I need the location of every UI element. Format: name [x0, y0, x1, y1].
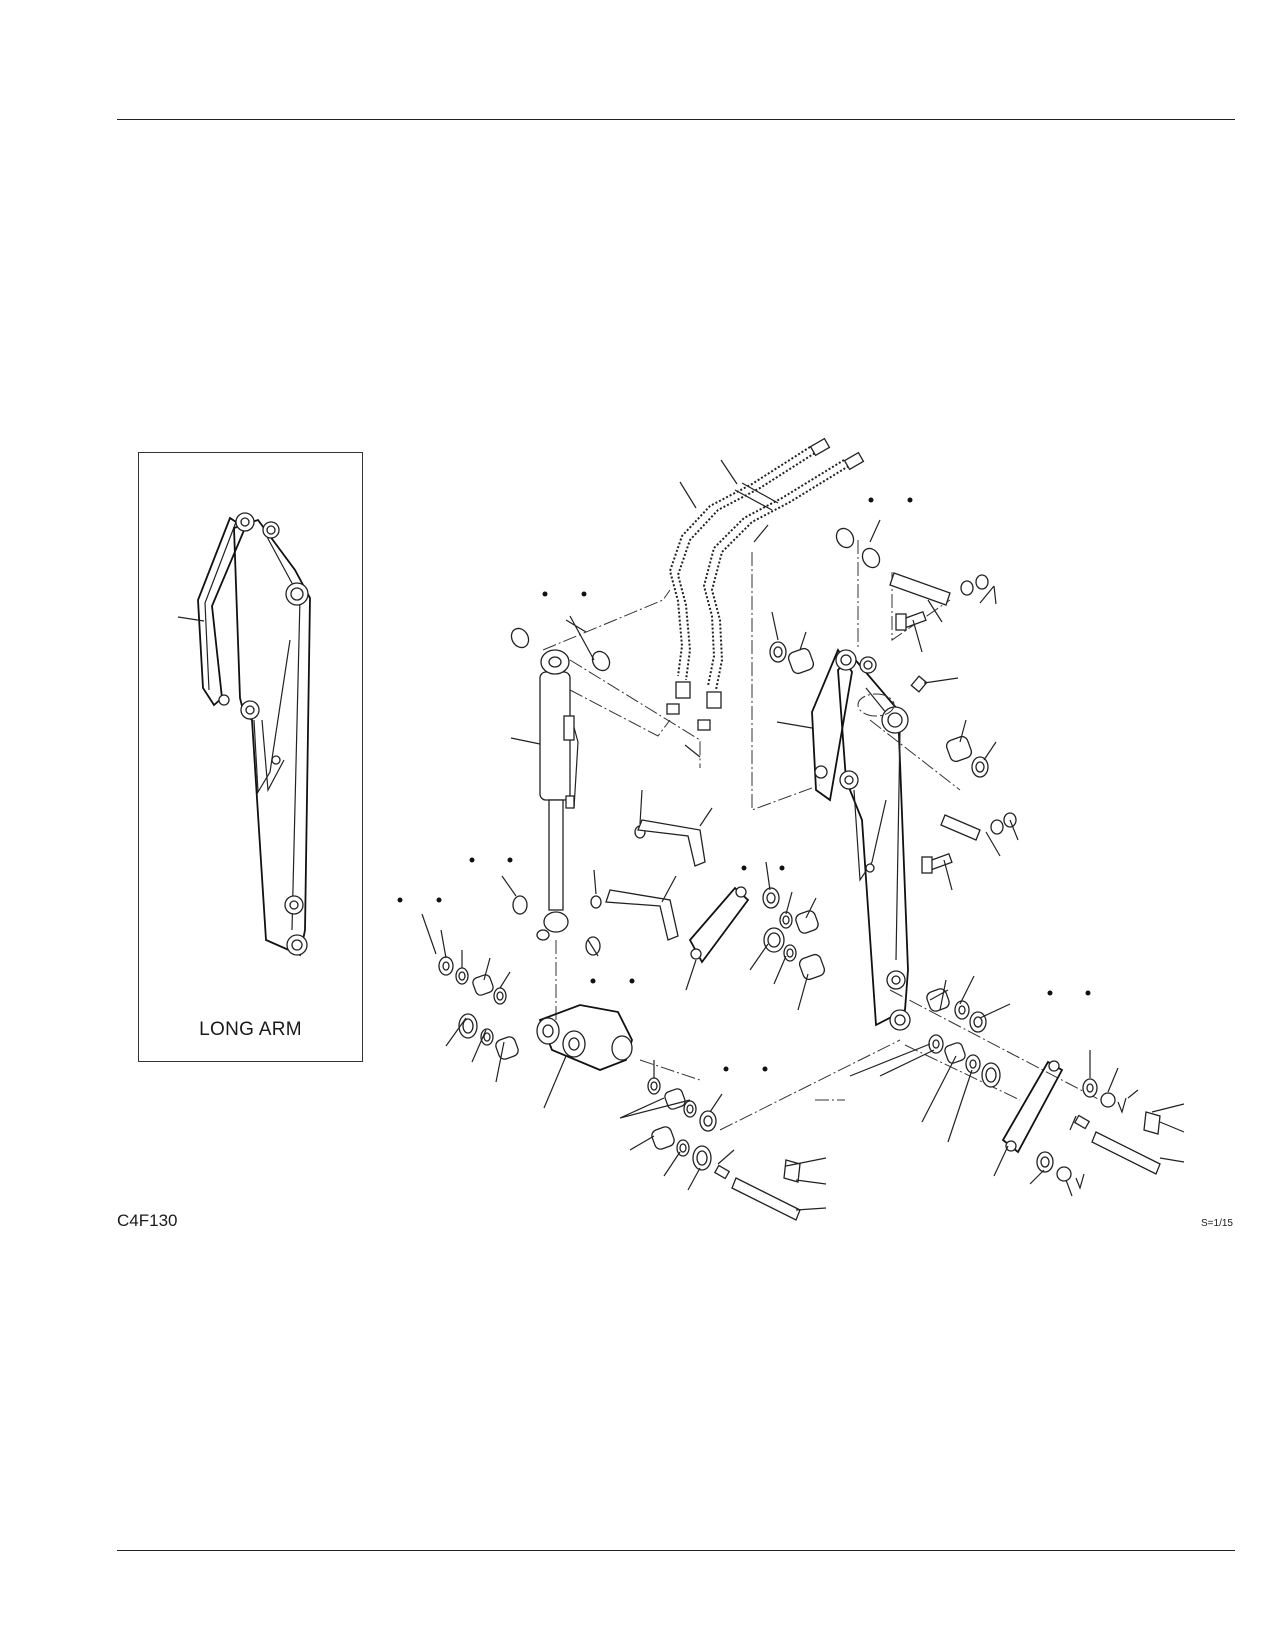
note-bullets — [397, 497, 1091, 1072]
small-parts — [438, 527, 1161, 1221]
long-arm-inset: LONG ARM — [138, 452, 363, 1062]
long-arm-drawing — [177, 512, 311, 957]
callout-leaders — [421, 519, 1185, 1211]
figure-code: C4F130 — [117, 1211, 178, 1230]
arm-bracket — [776, 648, 911, 1031]
boom-cylinder — [510, 649, 579, 941]
scale-note: S=1/15 — [1201, 1218, 1233, 1229]
header-rule — [117, 119, 1235, 120]
assembly-centerlines — [542, 540, 1101, 1131]
hydraulic-hoses — [666, 437, 865, 758]
inset-caption: LONG ARM — [199, 1019, 302, 1040]
footer-rule — [117, 1550, 1235, 1551]
